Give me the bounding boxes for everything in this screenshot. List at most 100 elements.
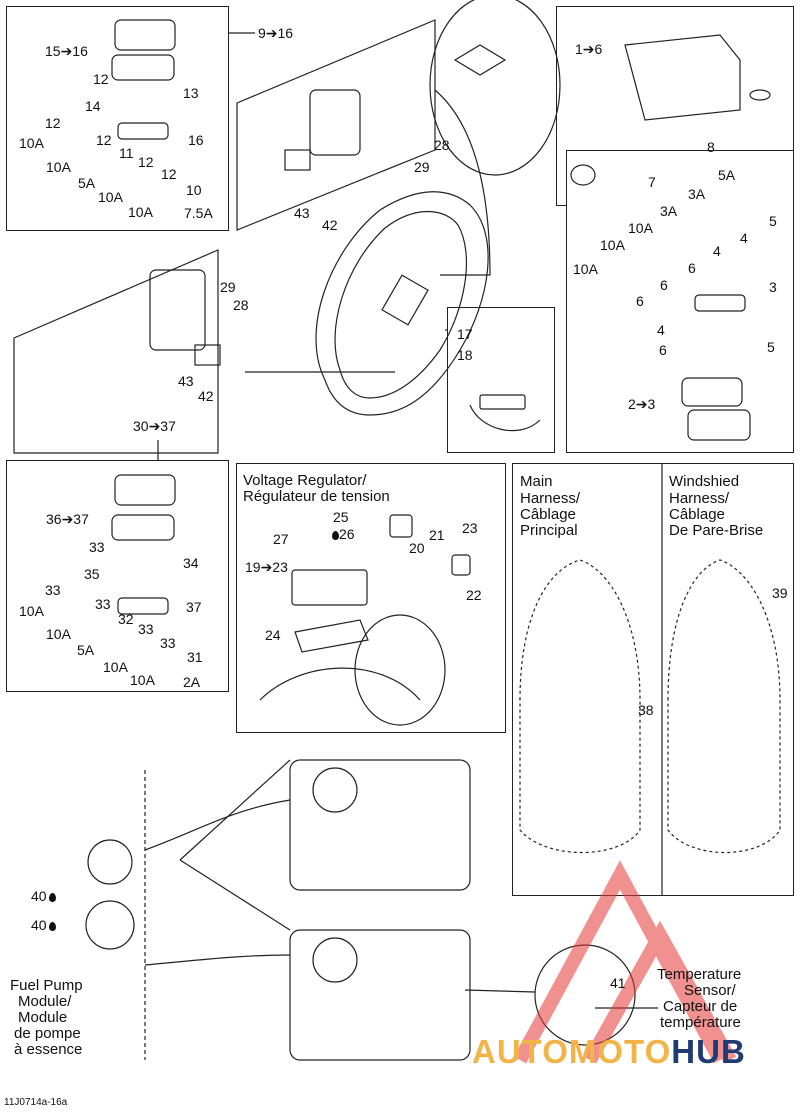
callout-29-l: 29 [220, 279, 236, 295]
windshield-harness-title-1: Windshied [669, 473, 740, 490]
callout-21: 21 [429, 527, 445, 543]
callout-40-b: 40 [31, 918, 56, 933]
watermark-part-1: AUTOMOTO [472, 1033, 672, 1070]
callout-10a-b3: 10A [103, 659, 128, 675]
callout-42: 42 [322, 217, 338, 233]
main-harness-title-2: Harness/ [520, 490, 581, 507]
callout-10a-b2: 10A [46, 626, 71, 642]
watermark-part-2: HUB [671, 1033, 746, 1070]
temperature-sensor-label-3: Capteur de [663, 998, 738, 1015]
voltage-regulator-title-2: Régulateur de tension [243, 488, 390, 505]
fuel-pump-label-1: Fuel Pump [10, 977, 83, 994]
fuel-pump-label-5: à essence [14, 1041, 83, 1058]
callout-33-b2: 33 [45, 582, 61, 598]
callout-10a-r1: 10A [628, 220, 653, 236]
fuel-pump-label-3: Module [18, 1009, 68, 1026]
callout-10a-b1: 10A [19, 603, 44, 619]
callout-33-b4: 33 [138, 621, 154, 637]
callout-28: 28 [434, 137, 450, 153]
callout-7-5a: 7.5A [184, 205, 213, 221]
callout-4-r1: 4 [740, 230, 748, 246]
callout-29: 29 [414, 159, 430, 175]
callout-2-3: 2➔3 [628, 396, 656, 412]
callout-5-r2: 5 [767, 339, 775, 355]
callout-39: 39 [772, 585, 788, 601]
figure-code: 11J0714a-16a [4, 1097, 68, 1108]
callout-42-l: 42 [198, 388, 214, 404]
fuse-box-top-panel [6, 6, 229, 231]
callout-12b: 12 [45, 115, 61, 131]
callout-37: 37 [186, 599, 202, 615]
fuse-box-bottom-panel [6, 460, 229, 692]
callout-8: 8 [707, 139, 715, 155]
callout-10a-b: 10A [46, 159, 71, 175]
callout-10a-c: 10A [98, 189, 123, 205]
callout-35: 35 [84, 566, 100, 582]
callout-33-b1: 33 [89, 539, 105, 555]
callout-4-r3: 4 [657, 322, 665, 338]
callout-6-r1: 6 [688, 260, 696, 276]
callout-10a-d: 10A [128, 204, 153, 220]
callout-24: 24 [265, 627, 281, 643]
voltage-regulator-title-1: Voltage Regulator/ [243, 472, 367, 489]
callout-20: 20 [409, 540, 425, 556]
fuse-set-right-panel [566, 150, 794, 453]
fuel-pump-label-2: Module/ [18, 993, 72, 1010]
callout-15-16: 15➔16 [45, 43, 88, 59]
voltage-regulator-panel [236, 463, 506, 733]
callout-5a: 5A [78, 175, 96, 191]
temperature-sensor-label-2: Sensor/ [684, 982, 736, 999]
callout-43: 43 [294, 205, 310, 221]
callout-3a-r1: 3A [688, 186, 706, 202]
callout-36-37: 36➔37 [46, 511, 89, 527]
callout-31: 31 [187, 649, 203, 665]
callout-3a-r2: 3A [660, 203, 678, 219]
callout-33-b5: 33 [160, 635, 176, 651]
callout-12a: 12 [93, 71, 109, 87]
callout-27: 27 [273, 531, 289, 547]
callout-25: 25 [333, 509, 349, 525]
callout-19-23: 19➔23 [245, 559, 288, 575]
callout-6-r4: 6 [659, 342, 667, 358]
callout-12e: 12 [161, 166, 177, 182]
callout-10a-r3: 10A [573, 261, 598, 277]
callout-41: 41 [610, 975, 626, 991]
callout-12c: 12 [96, 132, 112, 148]
drop-icon [48, 921, 56, 931]
main-harness-title-1: Main [520, 473, 553, 490]
windshield-harness-title-3: Câblage [669, 506, 725, 523]
callout-10a-r2: 10A [600, 237, 625, 253]
callout-5-r: 5 [769, 213, 777, 229]
watermark-text: AUTOMOTOHUB [472, 1033, 746, 1071]
callout-5a-b: 5A [77, 642, 95, 658]
callout-33-b3: 33 [95, 596, 111, 612]
main-harness-title-4: Principal [520, 522, 578, 539]
drop-icon [332, 530, 339, 540]
callout-16: 16 [188, 132, 204, 148]
callout-18: 18 [457, 347, 473, 363]
drop-icon [48, 892, 56, 902]
callout-26: 26 [330, 527, 355, 542]
callout-43-l: 43 [178, 373, 194, 389]
connector-detail-panel [447, 307, 555, 453]
callout-22: 22 [466, 587, 482, 603]
fuel-pump-label-4: de pompe [14, 1025, 81, 1042]
callout-7: 7 [648, 174, 656, 190]
harness-panel [512, 463, 794, 896]
callout-3-r: 3 [769, 279, 777, 295]
callout-34: 34 [183, 555, 199, 571]
temperature-sensor-label-4: température [660, 1014, 741, 1031]
callout-2a: 2A [183, 674, 201, 690]
callout-14: 14 [85, 98, 101, 114]
callout-11: 11 [119, 145, 134, 161]
callout-4-r2: 4 [713, 243, 721, 259]
callout-17: 17 [457, 326, 473, 342]
callout-1-6: 1➔6 [575, 41, 603, 57]
main-harness-title-3: Câblage [520, 506, 576, 523]
callout-10: 10 [186, 182, 202, 198]
windshield-harness-title-4: De Pare-Brise [669, 522, 764, 539]
callout-13: 13 [183, 85, 199, 101]
callout-32: 32 [118, 611, 134, 627]
callout-12d: 12 [138, 154, 154, 170]
